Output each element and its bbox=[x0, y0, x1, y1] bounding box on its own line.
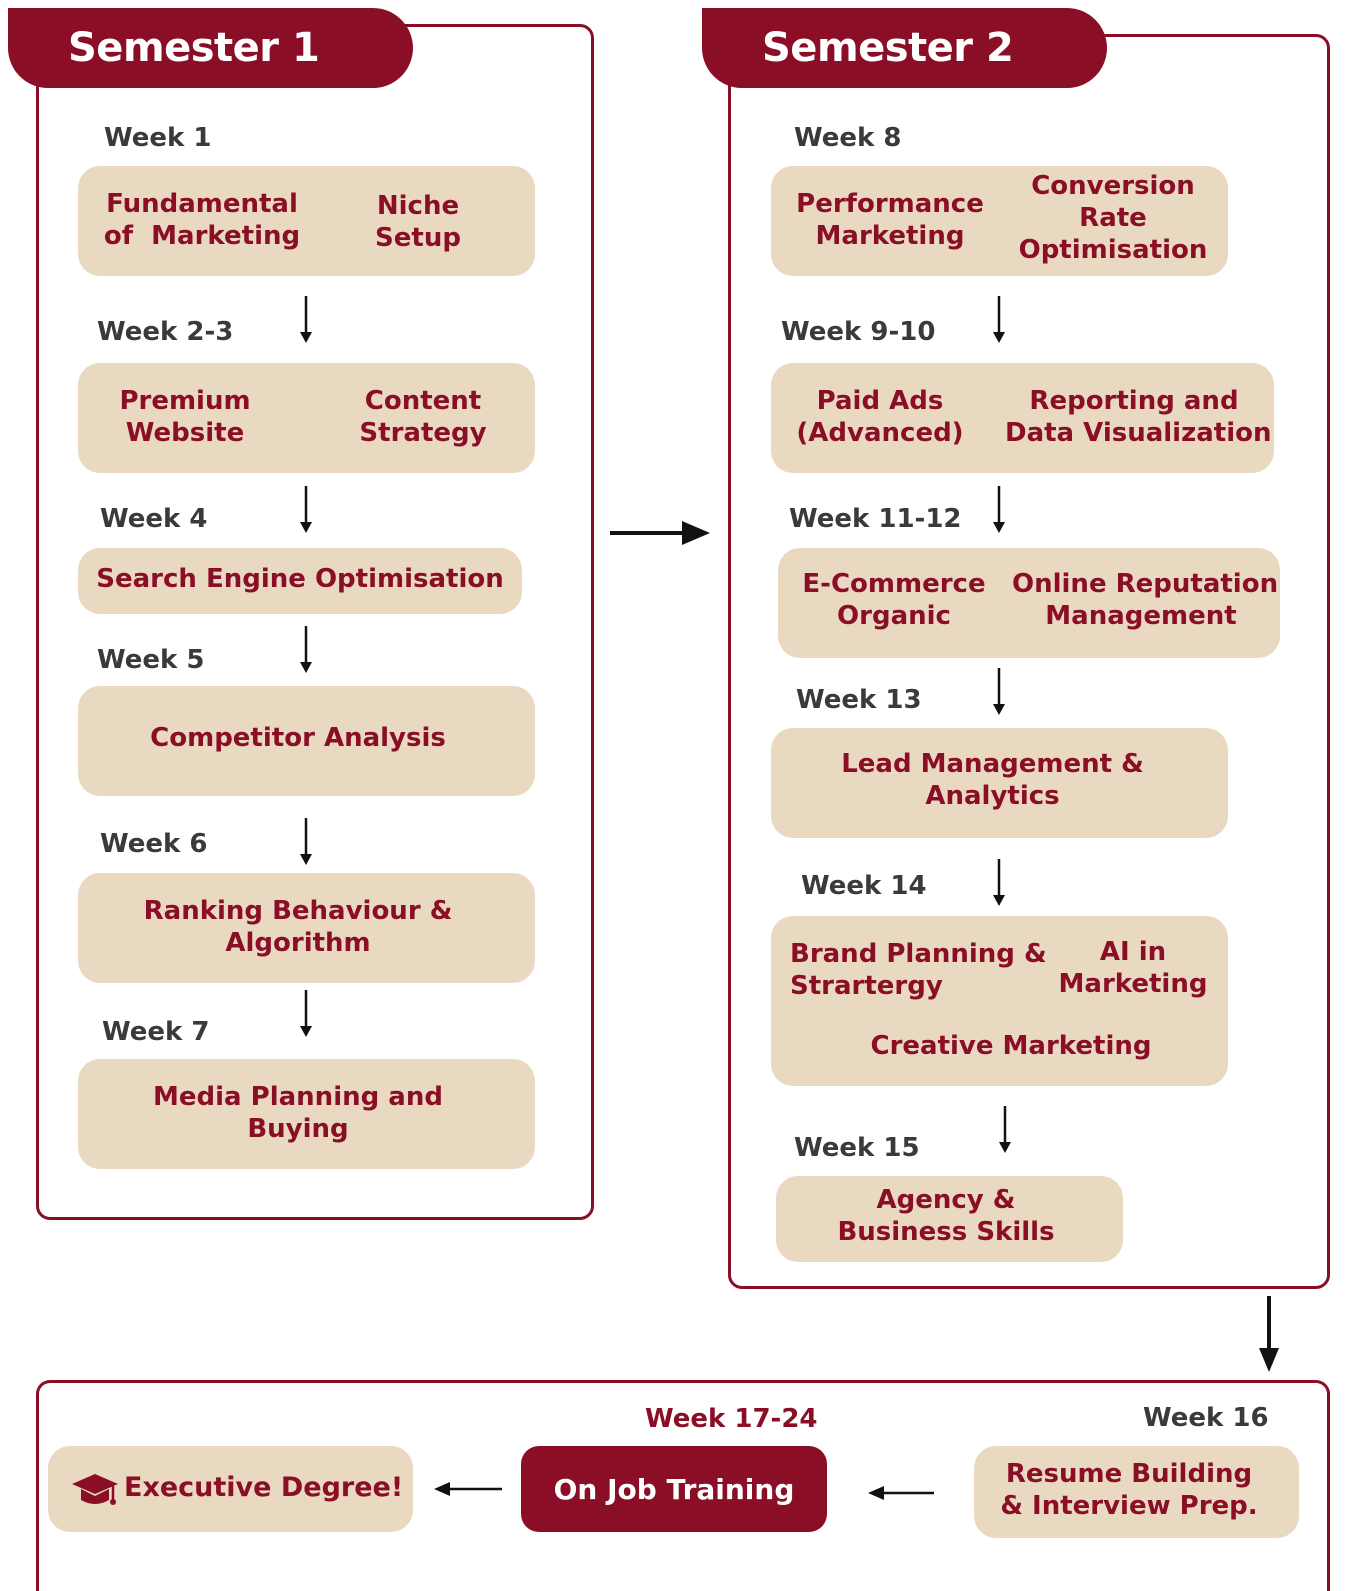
week-2-3-card: Premium Website Content Strategy bbox=[78, 363, 535, 473]
topic-ranking-behaviour-algorithm: Ranking Behaviour & Algorithm bbox=[143, 896, 453, 958]
topic-online-reputation-management: Online Reputation Management bbox=[1012, 569, 1279, 631]
week-9-10-label: Week 9-10 bbox=[781, 317, 936, 347]
week-1-card: Fundamental of Marketing Niche Setup bbox=[78, 166, 535, 276]
week-7-label: Week 7 bbox=[102, 1017, 210, 1047]
arrow-down-icon bbox=[300, 626, 312, 673]
topic-conversion-rate-optimisation: Conversion Rate Optimisation bbox=[1018, 171, 1208, 265]
topic-ai-in-marketing: AI in Marketing bbox=[1058, 937, 1208, 999]
week-13-card: Lead Management & Analytics bbox=[771, 728, 1228, 838]
topic-content-strategy: Content Strategy bbox=[359, 386, 487, 448]
topic-paid-ads-advanced: Paid Ads (Advanced) bbox=[796, 386, 964, 448]
arrow-left-icon bbox=[868, 1486, 934, 1500]
topic-premium-website: Premium Website bbox=[119, 386, 251, 448]
week-16-label: Week 16 bbox=[1143, 1403, 1269, 1433]
arrow-down-icon bbox=[300, 818, 312, 865]
week-5-label: Week 5 bbox=[97, 645, 205, 675]
on-job-training-card: On Job Training bbox=[521, 1446, 827, 1532]
week-9-10-card: Paid Ads (Advanced) Reporting and Data V… bbox=[771, 363, 1274, 473]
week-2-3-label: Week 2-3 bbox=[97, 317, 234, 347]
arrow-down-icon bbox=[993, 296, 1005, 343]
topic-brand-planning-strartergy: Brand Planning & Strartergy bbox=[790, 939, 1047, 1001]
arrow-down-icon bbox=[300, 990, 312, 1037]
topic-creative-marketing: Creative Marketing bbox=[870, 1031, 1152, 1061]
topic-fundamental-of-marketing: Fundamental of Marketing bbox=[103, 189, 301, 251]
arrow-left-icon bbox=[434, 1482, 502, 1496]
week-6-label: Week 6 bbox=[100, 829, 208, 859]
arrow-down-icon bbox=[993, 668, 1005, 715]
week-8-card: Performance Marketing Conversion Rate Op… bbox=[771, 166, 1228, 276]
topic-agency-business-skills: Agency & Business Skills bbox=[837, 1185, 1055, 1247]
topic-search-engine-optimisation: Search Engine Optimisation bbox=[96, 564, 504, 594]
topic-lead-management-analytics: Lead Management & Analytics bbox=[841, 749, 1144, 811]
topic-performance-marketing: Performance Marketing bbox=[796, 189, 984, 251]
arrow-down-icon bbox=[993, 859, 1005, 906]
week-14-card: Brand Planning & Strartergy AI in Market… bbox=[771, 916, 1228, 1086]
arrow-down-icon bbox=[1259, 1296, 1279, 1372]
week-1-label: Week 1 bbox=[104, 123, 212, 153]
week-16-card: Resume Building & Interview Prep. bbox=[974, 1446, 1299, 1538]
week-15-card: Agency & Business Skills bbox=[776, 1176, 1123, 1262]
week-11-12-label: Week 11-12 bbox=[789, 504, 962, 534]
arrow-down-icon bbox=[999, 1106, 1011, 1153]
week-11-12-card: E-Commerce Organic Online Reputation Man… bbox=[778, 548, 1280, 658]
week-13-label: Week 13 bbox=[796, 685, 922, 715]
topic-niche-setup: Niche Setup bbox=[375, 191, 461, 253]
topic-competitor-analysis: Competitor Analysis bbox=[150, 723, 446, 753]
week-8-label: Week 8 bbox=[794, 123, 902, 153]
week-17-24-label: Week 17-24 bbox=[645, 1404, 818, 1434]
arrow-right-icon bbox=[610, 521, 710, 545]
final-frame bbox=[36, 1380, 1330, 1591]
topic-reporting-data-visualization: Reporting and Data Visualization bbox=[1005, 386, 1272, 448]
week-14-label: Week 14 bbox=[801, 871, 927, 901]
arrow-down-icon bbox=[300, 296, 312, 343]
week-5-card: Competitor Analysis bbox=[78, 686, 535, 796]
semester-1-title: Semester 1 bbox=[8, 8, 413, 88]
graduation-cap-icon bbox=[72, 1474, 118, 1505]
executive-degree-card: Executive Degree! bbox=[48, 1446, 413, 1532]
topic-e-commerce-organic: E-Commerce Organic bbox=[802, 569, 986, 631]
week-4-label: Week 4 bbox=[100, 504, 208, 534]
week-4-card: Search Engine Optimisation bbox=[78, 548, 522, 614]
week-6-card: Ranking Behaviour & Algorithm bbox=[78, 873, 535, 983]
topic-media-planning-buying: Media Planning and Buying bbox=[153, 1082, 443, 1144]
arrow-down-icon bbox=[300, 486, 312, 533]
topic-resume-interview-prep: Resume Building & Interview Prep. bbox=[1000, 1459, 1258, 1521]
week-7-card: Media Planning and Buying bbox=[78, 1059, 535, 1169]
arrow-down-icon bbox=[993, 486, 1005, 533]
week-15-label: Week 15 bbox=[794, 1133, 920, 1163]
semester-2-title: Semester 2 bbox=[702, 8, 1107, 88]
executive-degree-label: Executive Degree! bbox=[124, 1472, 404, 1503]
